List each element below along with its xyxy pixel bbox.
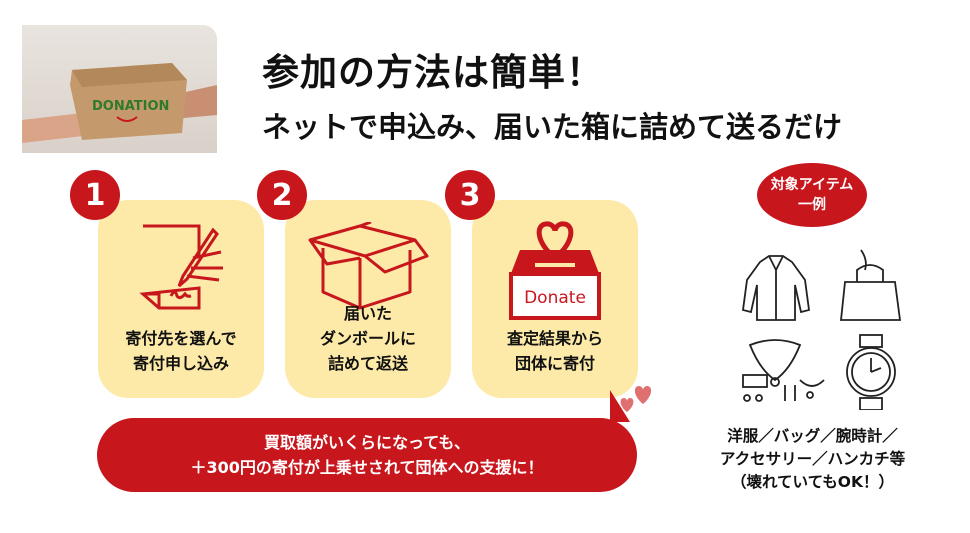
bonus-message-bubble: 買取額がいくらになっても、＋300円の寄付が上乗せされて団体への支援に！	[97, 418, 637, 492]
step-3-text: 査定結果から団体に寄付	[506, 329, 603, 373]
target-items-badge: 対象アイテム一例	[757, 163, 867, 227]
watch-icon	[846, 334, 896, 410]
bag-icon	[840, 249, 902, 321]
shirt-icon	[742, 255, 810, 321]
step-number-2: 2	[257, 170, 307, 220]
item-icons	[742, 249, 902, 410]
svg-text:Donate: Donate	[524, 288, 586, 308]
svg-text:DONATION: DONATION	[92, 99, 169, 114]
page-subtitle: ネットで申込み、届いた箱に詰めて送るだけ	[262, 110, 843, 144]
step-card-3: Donate 査定結果から団体に寄付	[472, 200, 638, 398]
step-card-2: 届いたダンボールに詰めて返送	[285, 200, 451, 398]
target-items-list: 洋服／バッグ／腕時計／アクセサリー／ハンカチ等（壊れていてもOK！）	[719, 427, 906, 491]
donation-box-icon: Donate	[509, 221, 601, 320]
cardboard-box-icon	[308, 222, 429, 310]
step-number-3: 3	[445, 170, 495, 220]
accessories-icon	[742, 339, 825, 402]
page-title: 参加の方法は簡単！	[262, 51, 604, 94]
step-card-1: 寄付先を選んで寄付申し込み	[98, 200, 264, 398]
step-1-text: 寄付先を選んで寄付申し込み	[125, 329, 237, 373]
donation-box-photo: DONATION	[22, 25, 217, 153]
step-number-1: 1	[70, 170, 120, 220]
hands-box-illustration: DONATION	[22, 63, 217, 143]
step-2-text: 届いたダンボールに詰めて返送	[319, 304, 416, 373]
pen-document-icon	[139, 224, 223, 310]
hearts-icon	[610, 386, 652, 422]
